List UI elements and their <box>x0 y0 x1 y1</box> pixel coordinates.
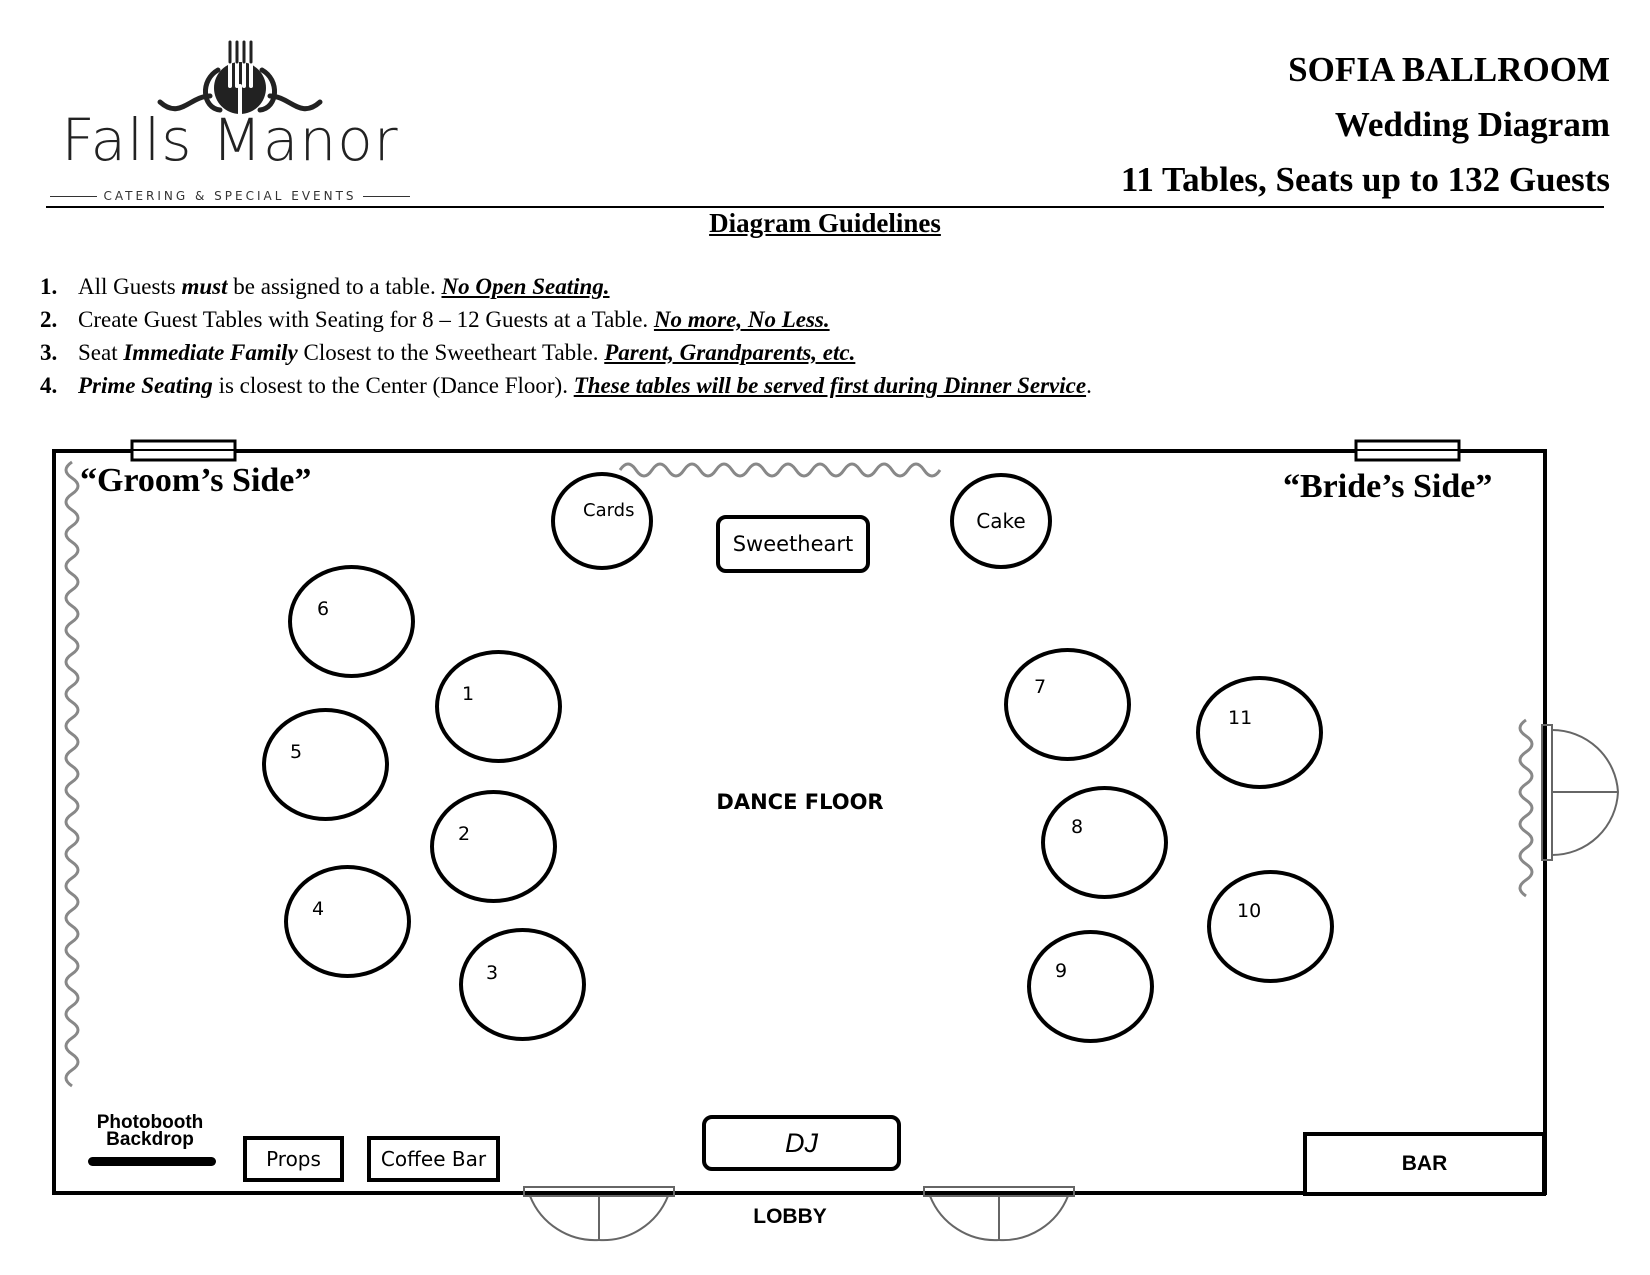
guideline-text: is closest to the Center (Dance Floor). <box>212 373 574 398</box>
coffee-bar: Coffee Bar <box>367 1136 500 1182</box>
guideline-rule: No more, No Less. <box>653 307 830 332</box>
drape-left <box>64 460 80 1088</box>
bar: BAR <box>1303 1132 1546 1196</box>
guidelines-list: 1. All Guests must be assigned to a table… <box>40 270 1092 402</box>
guideline-text: be assigned to a table. <box>227 274 442 299</box>
guideline-number: 4. <box>40 373 58 398</box>
guest-table-11: 11 <box>1196 676 1323 789</box>
guideline-number: 3. <box>40 340 58 365</box>
table-number: 11 <box>1228 707 1253 729</box>
lobby-door-left <box>523 1186 675 1242</box>
table-number: 6 <box>317 598 330 620</box>
guideline-emphasis: Prime Seating <box>78 373 213 398</box>
capacity-title: 11 Tables, Seats up to 132 Guests <box>1120 160 1610 199</box>
backdrop-line: Backdrop <box>106 1129 194 1150</box>
guideline-emphasis: must <box>181 274 228 299</box>
guideline-number: 2. <box>40 307 58 332</box>
guideline-emphasis: Immediate Family <box>123 340 298 365</box>
drape-right <box>1518 718 1534 898</box>
photobooth-backdrop <box>88 1157 216 1166</box>
guest-table-1: 1 <box>435 650 562 763</box>
document-title: Wedding Diagram <box>1334 105 1610 144</box>
guest-table-7: 7 <box>1004 648 1131 761</box>
guideline-item: 4. Prime Seating is closest to the Center… <box>40 369 1092 402</box>
guideline-rule: Parent, Grandparents, etc. <box>604 340 856 365</box>
guideline-rule: No Open Seating. <box>441 274 610 299</box>
drape-top <box>618 462 942 478</box>
guideline-rule: These tables will be served first during… <box>573 373 1087 398</box>
guideline-text: Seat <box>78 340 124 365</box>
falls-manor-logo: Falls Manor CATERING & SPECIAL EVENTS <box>50 40 411 203</box>
header-divider <box>46 206 1604 208</box>
title-block: SOFIA BALLROOM Wedding Diagram 11 Tables… <box>1121 42 1610 207</box>
tagline-rule-right <box>362 195 411 197</box>
side-door <box>1541 724 1619 861</box>
lobby-label: LOBBY <box>753 1205 827 1228</box>
brides-side-label: “Bride’s Side” <box>1283 468 1493 505</box>
table-number: 8 <box>1071 816 1084 838</box>
grooms-side-label: “Groom’s Side” <box>80 462 312 499</box>
guideline-text: Closest to the Sweetheart Table. <box>297 340 605 365</box>
guest-table-4: 4 <box>284 865 411 978</box>
guest-table-3: 3 <box>459 928 586 1041</box>
cards-label: Cards <box>583 500 635 521</box>
guideline-item: 3. Seat Immediate Family Closest to the S… <box>40 336 1092 369</box>
guest-table-6: 6 <box>288 565 415 678</box>
table-number: 10 <box>1237 900 1262 922</box>
photobooth-line: Photobooth <box>96 1112 204 1133</box>
guest-table-9: 9 <box>1027 930 1154 1043</box>
guideline-item: 2. Create Guest Tables with Seating for 8… <box>40 303 1092 336</box>
guest-table-5: 5 <box>262 708 389 821</box>
fork-crest-icon <box>157 40 323 120</box>
guideline-text: All Guests <box>78 274 182 299</box>
cake-label: Cake <box>976 509 1026 533</box>
guideline-number: 1. <box>40 274 58 299</box>
guideline-item: 1. All Guests must be assigned to a table… <box>40 270 1092 303</box>
table-number: 1 <box>462 683 475 705</box>
photobooth-backdrop-label: Photobooth Backdrop <box>82 1112 218 1150</box>
table-number: 4 <box>312 898 325 920</box>
tagline-rule-left <box>50 195 98 197</box>
tagline: CATERING & SPECIAL EVENTS <box>103 189 357 203</box>
props-table: Props <box>243 1136 344 1182</box>
sweetheart-table: Sweetheart <box>716 515 870 573</box>
table-number: 9 <box>1055 960 1068 982</box>
table-number: 2 <box>458 823 471 845</box>
dance-floor-label: DANCE FLOOR <box>716 790 884 814</box>
guest-table-2: 2 <box>430 790 557 903</box>
guest-table-8: 8 <box>1041 786 1168 899</box>
table-number: 5 <box>290 741 303 763</box>
guidelines-heading: Diagram Guidelines <box>709 208 941 238</box>
dj-booth: DJ <box>702 1115 901 1171</box>
tagline-row: CATERING & SPECIAL EVENTS <box>50 186 411 206</box>
cake-table: Cake <box>950 473 1052 569</box>
guest-table-10: 10 <box>1207 870 1334 983</box>
room-wall <box>52 449 1547 1195</box>
cards-table: Cards <box>551 472 653 570</box>
venue-title: SOFIA BALLROOM <box>1288 50 1610 89</box>
lobby-door-right <box>923 1186 1075 1242</box>
brand-name: Falls Manor <box>61 106 399 174</box>
table-number: 3 <box>486 962 499 984</box>
guideline-text: Create Guest Tables with Seating for 8 –… <box>78 307 654 332</box>
table-number: 7 <box>1034 676 1047 698</box>
guideline-period: . <box>1086 373 1092 398</box>
